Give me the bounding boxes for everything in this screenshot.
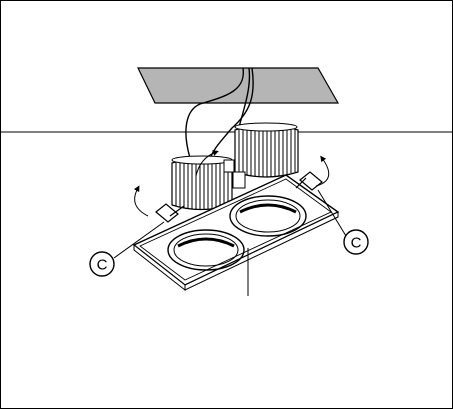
- callout-leader-right: [317, 189, 347, 237]
- rotate-arrow-left: [133, 185, 149, 217]
- callout-c-right: C: [343, 229, 369, 255]
- callout-c-left: C: [89, 251, 115, 277]
- spring-clip-left: [155, 203, 185, 223]
- callout-label: C: [351, 235, 362, 252]
- callout-label: C: [97, 257, 108, 274]
- callout-leader-left: [113, 221, 165, 259]
- driver-panel: [137, 67, 340, 104]
- lens-right: [229, 195, 307, 237]
- heatsink-left: [171, 155, 233, 211]
- connector-block-right: [223, 159, 235, 173]
- heatsink-right: [234, 122, 299, 178]
- trim-plate: [132, 174, 340, 292]
- lens-left: [167, 229, 245, 271]
- rotate-arrow-right: [315, 155, 330, 187]
- rotate-arrow-mid: [195, 150, 219, 177]
- connector-block-left: [232, 171, 246, 189]
